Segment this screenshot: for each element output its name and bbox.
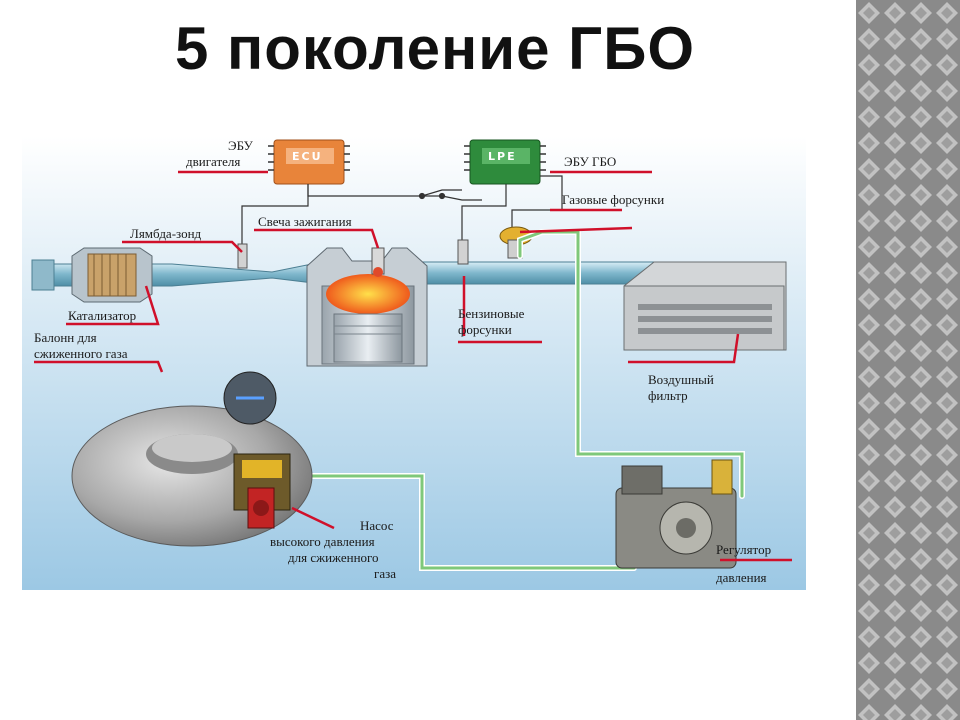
exhaust-tip (31, 259, 55, 291)
engine-block (306, 247, 428, 367)
petrol-injector (457, 239, 469, 265)
ecu-chip-text: ECU (292, 150, 323, 163)
label-petrol-inj-1: Бензиновые (458, 306, 525, 321)
label-tank-2: сжиженного газа (34, 346, 128, 361)
leader-lines (34, 170, 792, 562)
label-petrol-inj-2: форсунки (458, 322, 512, 337)
label-regulator-2: давления (716, 570, 767, 585)
label-pump-4: газа (374, 566, 396, 581)
slide-title: 5 поколение ГБО (175, 15, 695, 82)
label-tank-1: Балонн для (34, 330, 97, 345)
lambda-probe (237, 243, 248, 269)
catalyst-unit (71, 247, 153, 303)
label-regulator-1: Регулятор (716, 542, 771, 557)
gas-lines (269, 229, 745, 571)
lpe-lpg-box: LPE (464, 139, 546, 185)
combustion-flame (326, 274, 410, 314)
label-lambda: Лямбда-зонд (130, 226, 202, 241)
label-air-filter-2: фильтр (648, 388, 688, 403)
label-ecu-engine-2: двигателя (186, 154, 240, 169)
air-filter (623, 261, 787, 351)
label-pump-2: высокого давления (270, 534, 375, 549)
lpg-system-diagram: ECU LPE (22, 136, 806, 590)
label-ecu-lpg: ЭБУ ГБО (564, 154, 616, 169)
intake-manifold (411, 261, 663, 285)
pressure-regulator (615, 459, 737, 569)
decorative-side-strip (856, 0, 960, 720)
label-pump-1: Насос (360, 518, 394, 533)
lpe-chip-text: LPE (488, 150, 517, 163)
label-spark-plug: Свеча зажигания (258, 214, 352, 229)
label-catalyst: Катализатор (68, 308, 136, 323)
label-ecu-engine-1: ЭБУ (228, 138, 254, 153)
piston (333, 313, 403, 363)
label-pump-3: для сжиженного (288, 550, 379, 565)
high-pressure-pump (233, 453, 291, 529)
ecu-engine-box: ECU (268, 139, 350, 185)
label-air-filter-1: Воздушный (648, 372, 714, 387)
label-gas-injectors: Газовые форсунки (562, 192, 664, 207)
